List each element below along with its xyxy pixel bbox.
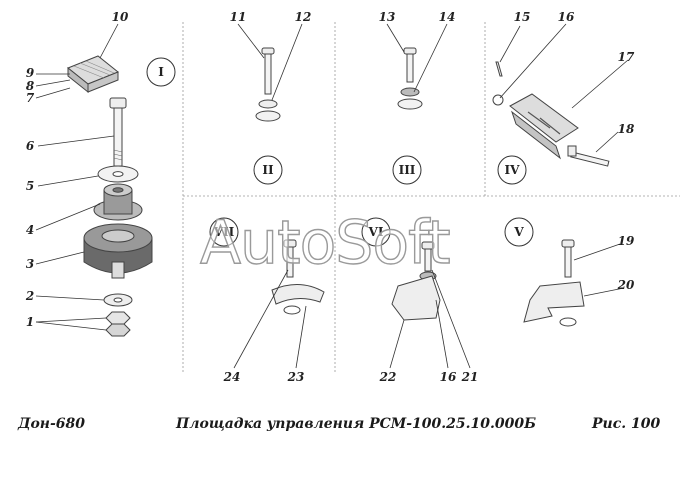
view-7-parts — [271, 239, 325, 315]
callout-16: 16 — [558, 10, 575, 24]
callout-10: 10 — [112, 10, 129, 24]
view-label-7: VII — [213, 225, 235, 239]
view-markers — [146, 57, 534, 247]
callout-3: 3 — [26, 257, 34, 271]
callout-17: 17 — [618, 50, 635, 64]
friction-pad — [67, 55, 119, 94]
view-label-5: V — [513, 225, 524, 239]
view-4-parts — [492, 61, 610, 167]
callout-9: 9 — [26, 66, 35, 80]
view-label-1: I — [158, 65, 164, 79]
rubber-block — [83, 223, 153, 279]
callout-21: 21 — [461, 370, 479, 384]
view-6-parts — [391, 241, 441, 321]
machine-model: Дон-680 — [18, 416, 86, 432]
callout-11: 11 — [230, 10, 247, 24]
callout-8: 8 — [26, 79, 35, 93]
view-3-parts — [397, 47, 423, 110]
view-2-parts — [255, 47, 281, 122]
footer: Дон-680 Площадка управления РСМ-100.25.1… — [0, 416, 690, 440]
view-label-4: IV — [505, 163, 521, 177]
callout-15: 15 — [514, 10, 531, 24]
view-grid — [182, 22, 680, 372]
view-label-6: VI — [368, 225, 384, 239]
callout-1: 1 — [26, 315, 34, 329]
callout-19: 19 — [618, 234, 635, 248]
pedal-assembly-group — [67, 55, 153, 337]
view-5-parts — [523, 239, 585, 327]
leader-lines — [35, 23, 629, 369]
figure-number: Рис. 100 — [592, 416, 661, 432]
callout-22: 22 — [379, 370, 397, 384]
washer-small — [103, 293, 133, 307]
lock-nuts — [105, 311, 131, 337]
callout-2: 2 — [25, 289, 34, 303]
callout-18: 18 — [618, 122, 635, 136]
bushing — [93, 183, 143, 221]
callout-13: 13 — [379, 10, 396, 24]
callout-16-lower: 16 — [440, 370, 457, 384]
long-bolt — [109, 97, 127, 167]
callout-5: 5 — [26, 179, 34, 193]
view-label-2: II — [262, 163, 274, 177]
callout-20: 20 — [617, 278, 635, 292]
callout-23: 23 — [287, 370, 305, 384]
view-label-3: III — [399, 163, 416, 177]
callout-7: 7 — [26, 91, 35, 105]
callout-14: 14 — [439, 10, 456, 24]
figure-title: Площадка управления РСМ-100.25.10.000Б — [176, 416, 537, 432]
washer-large — [97, 165, 139, 183]
callout-24: 24 — [223, 370, 241, 384]
callout-12: 12 — [295, 10, 312, 24]
callout-4: 4 — [26, 223, 34, 237]
callout-6: 6 — [26, 139, 35, 153]
